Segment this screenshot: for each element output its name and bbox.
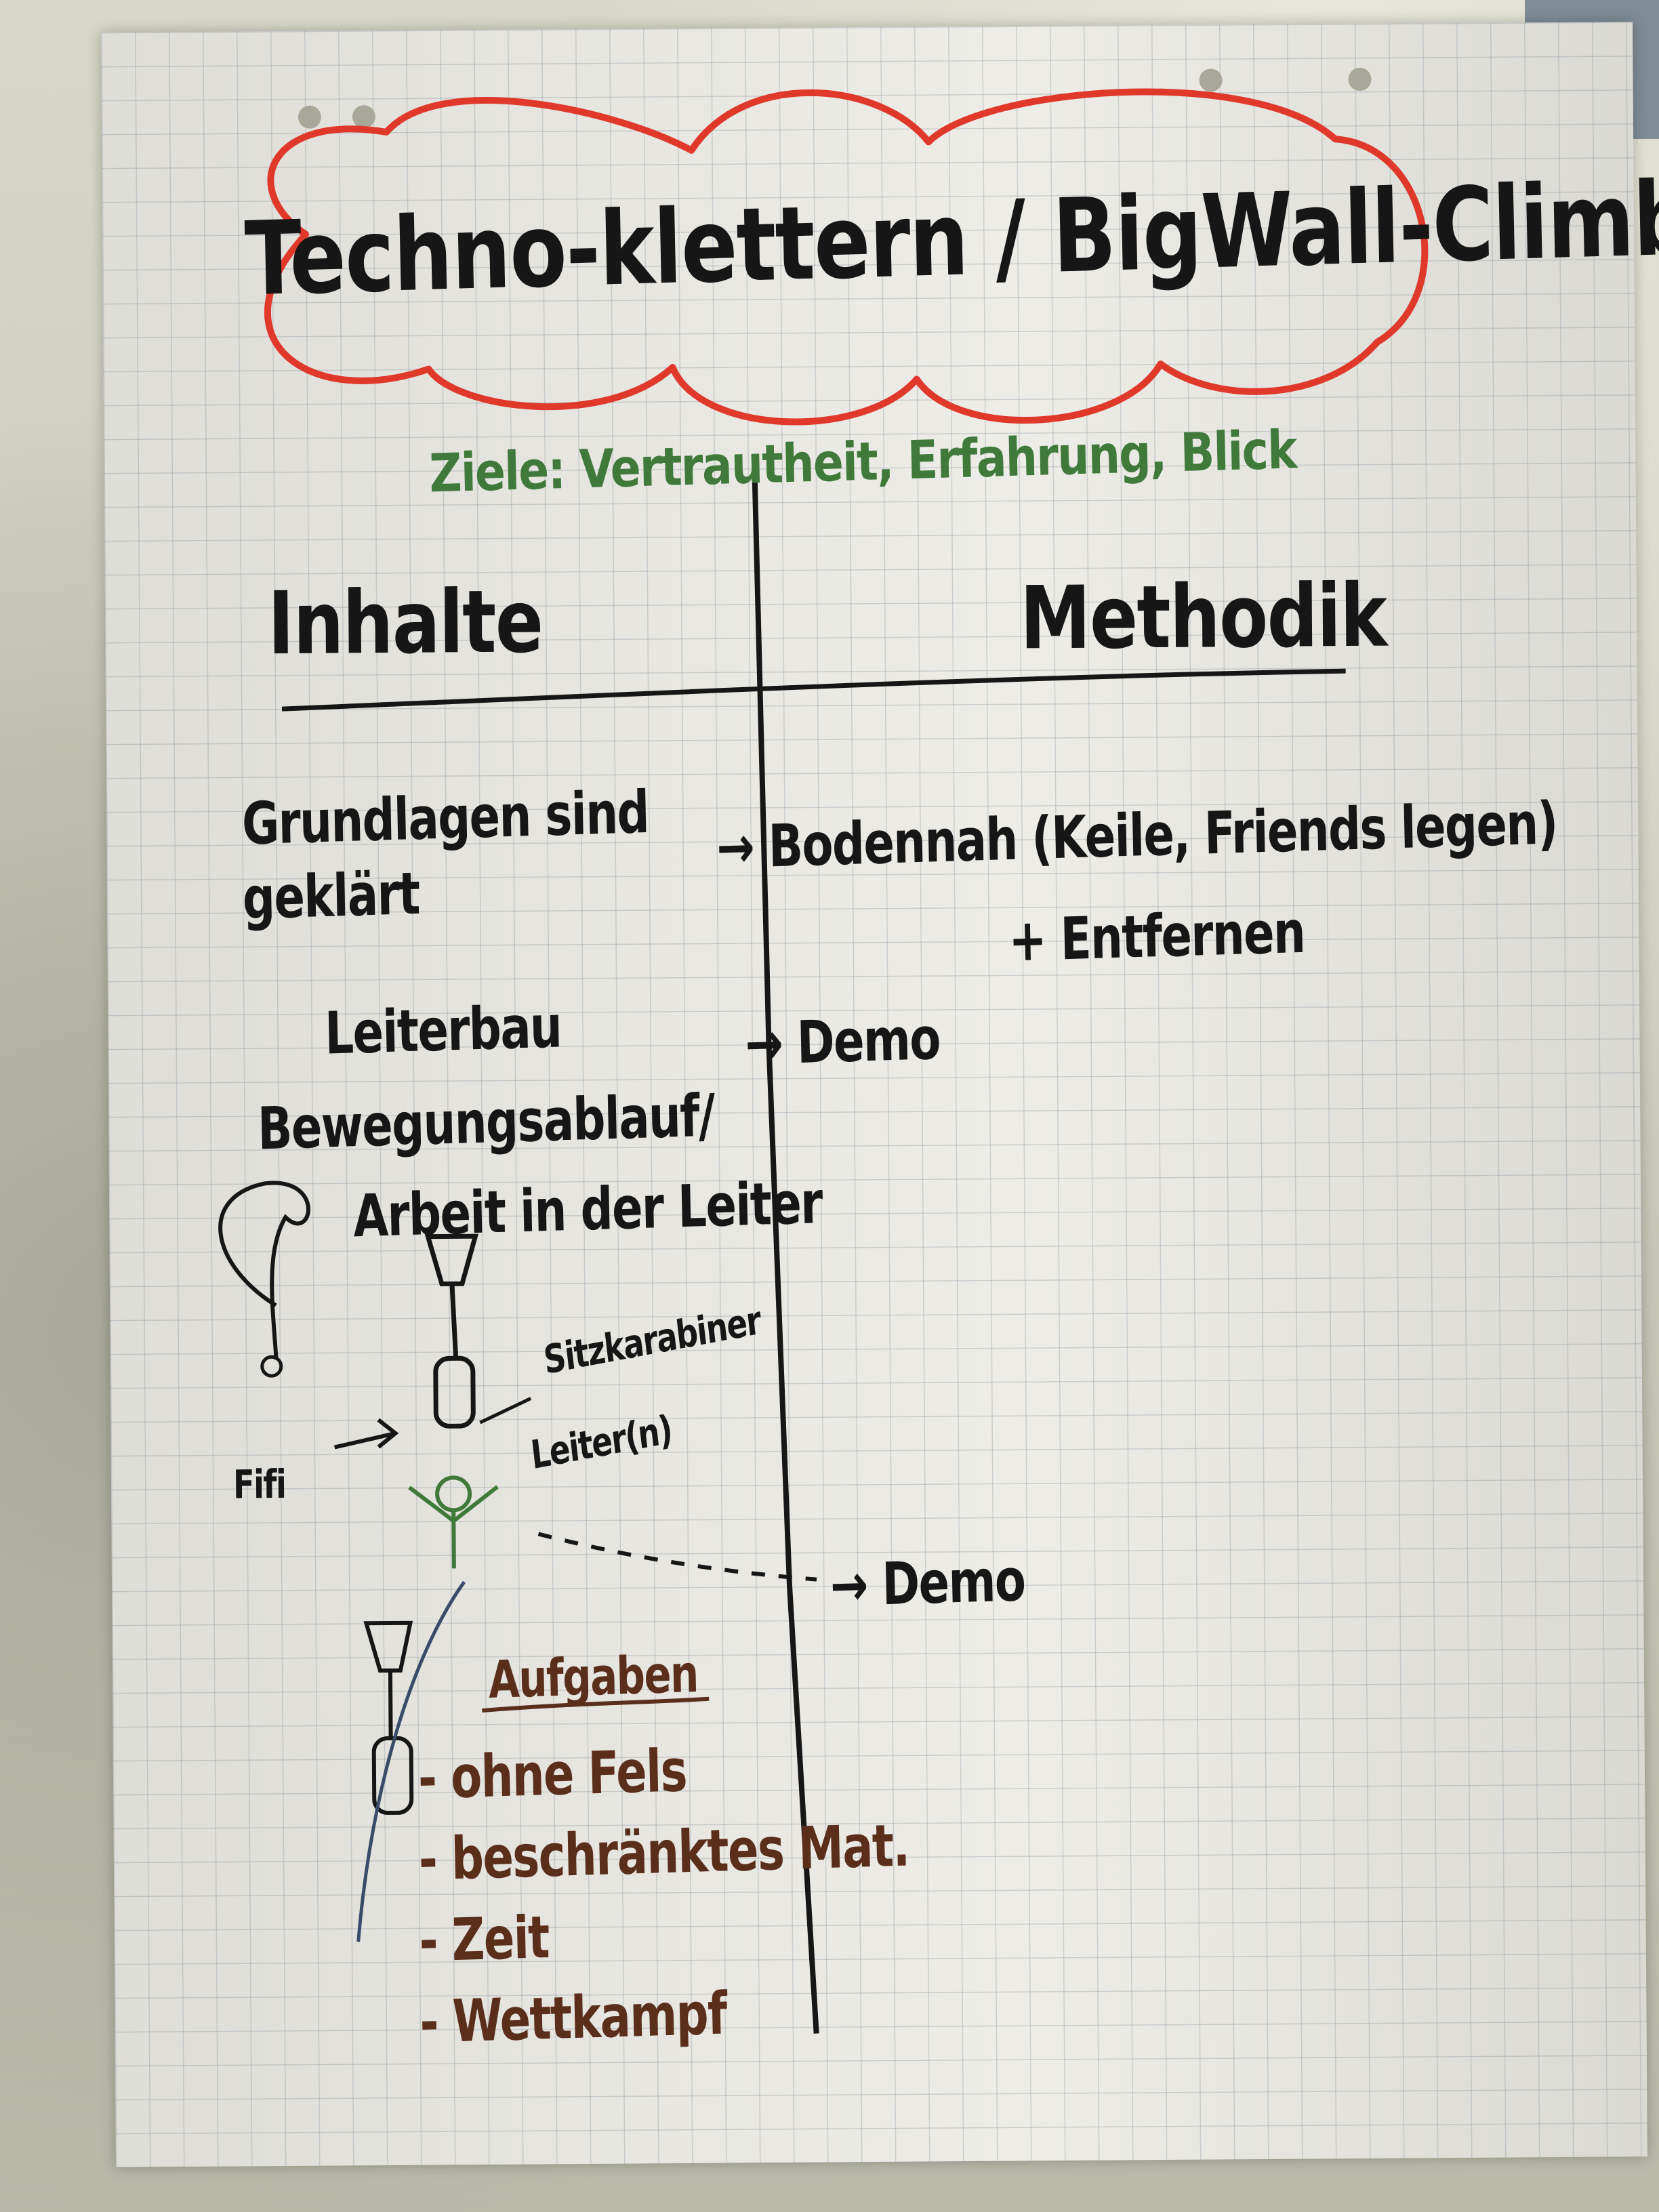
row2-left-line1: Leiterbau [324,993,562,1068]
row1-left-line2: geklärt [241,859,420,933]
column-divider [752,475,819,2034]
row1-right-line2: + Entfernen [1008,898,1306,975]
column-header-methodik: Methodik [1019,565,1387,670]
task-item: - beschränktes Mat. [417,1811,910,1894]
column-header-inhalte: Inhalte [267,571,543,675]
ladder-sketch-icon [424,1233,479,1286]
header-underline [281,668,1346,712]
tasks-heading-underline [482,1696,710,1713]
title-cloud-outline [264,88,1429,426]
task-item: - ohne Fels [417,1737,687,1813]
tasks-heading: Aufgaben [488,1643,699,1710]
rope-line [356,1580,466,1942]
row2-right-line1: → Demo [744,1004,941,1079]
row3-right-demo: → Demo [830,1547,1026,1620]
label-fifi: Fifi [232,1461,286,1508]
climber-figure-icon [435,1475,472,1513]
row2-left-line2: Bewegungsablauf/ [257,1082,715,1164]
row2-left-line3: Arbeit in der Leiter [352,1169,823,1251]
task-item: - Wettkampf [419,1980,727,2057]
carabiner-sketch-icon [218,1181,310,1360]
sketch-layer [218,88,1429,2034]
row1-left-line1: Grundlagen sind [241,778,649,859]
flipchart-paper: Techno-klettern / BigWall-Climb Ziele: V… [101,22,1659,2167]
dashed-connector [537,1532,817,1582]
task-item: - Zeit [418,1904,550,1975]
